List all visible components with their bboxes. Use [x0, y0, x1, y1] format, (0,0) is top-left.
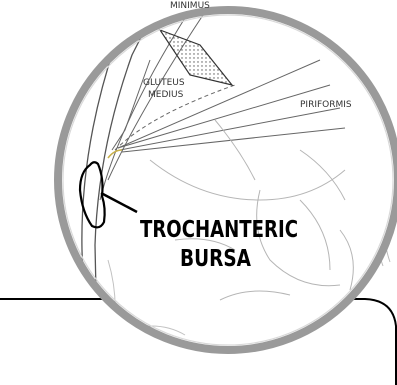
svg-text:BURSA: BURSA — [180, 246, 251, 272]
svg-text:GLUTEUS: GLUTEUS — [143, 78, 185, 88]
svg-text:MEDIUS: MEDIUS — [148, 90, 184, 100]
piriformis-label: PIRIFORMIS — [300, 100, 352, 110]
svg-text:TROCHANTERIC: TROCHANTERIC — [140, 217, 298, 243]
minimus-label: MINIMUS — [170, 1, 210, 11]
